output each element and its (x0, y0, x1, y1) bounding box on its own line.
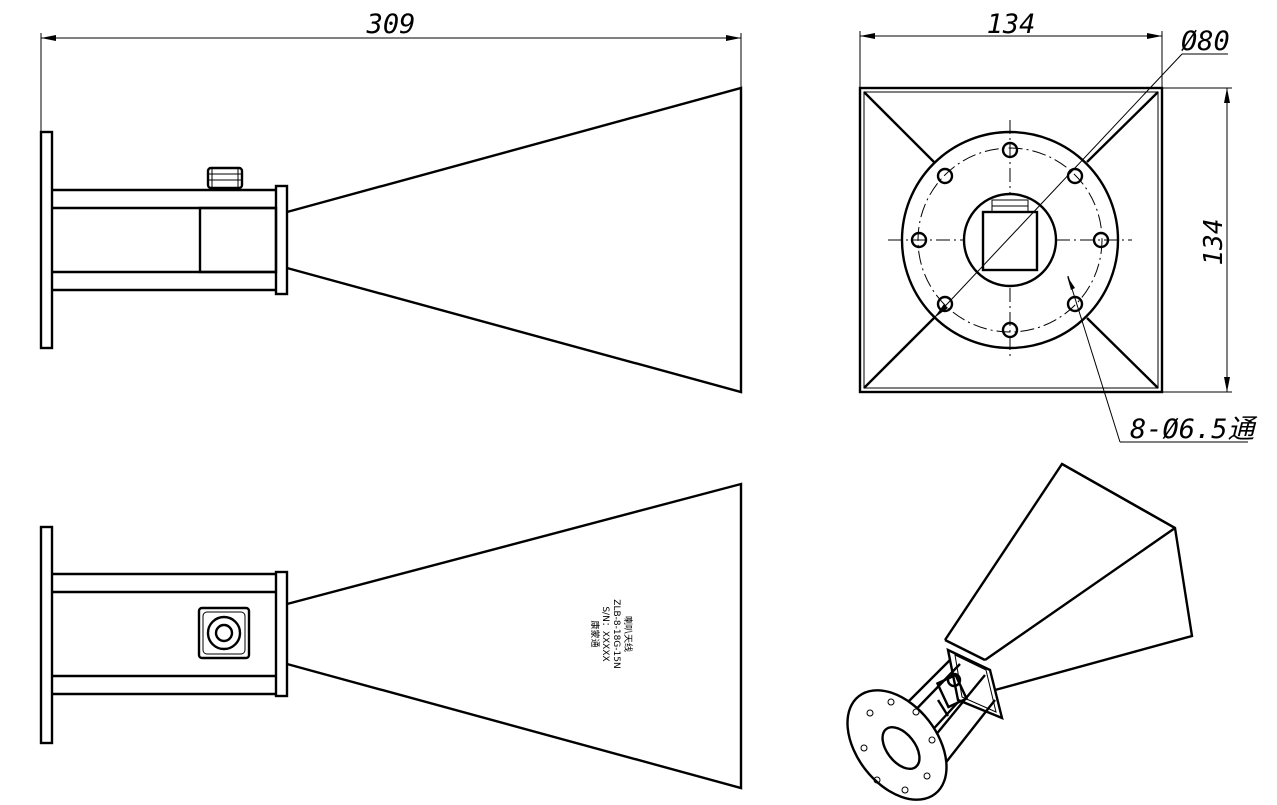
nameplate-line4: 康蒙通 (589, 620, 601, 647)
dim-front-height: 134 (1199, 219, 1229, 266)
nameplate: 喇叭天线 ZLB-8-18G-15N S/N：XXXXX 康蒙通 (589, 599, 634, 668)
nameplate-line3: S/N：XXXXX (600, 606, 610, 661)
nameplate-line1: 喇叭天线 (622, 616, 634, 652)
side-view-top: 309 (39, 9, 743, 394)
dim-flange-diameter: Ø80 (1181, 26, 1230, 57)
dim-front-width: 134 (987, 9, 1036, 40)
front-view: 134 134 (858, 9, 1258, 445)
dim-length: 309 (366, 9, 416, 40)
isometric-view (846, 462, 1194, 801)
side-view-bottom: 喇叭天线 ZLB-8-18G-15N S/N：XXXXX 康蒙通 (39, 482, 743, 790)
nameplate-line2: ZLB-8-18G-15N (611, 599, 621, 668)
dim-holes: 8-Ø6.5通 (1130, 414, 1258, 445)
